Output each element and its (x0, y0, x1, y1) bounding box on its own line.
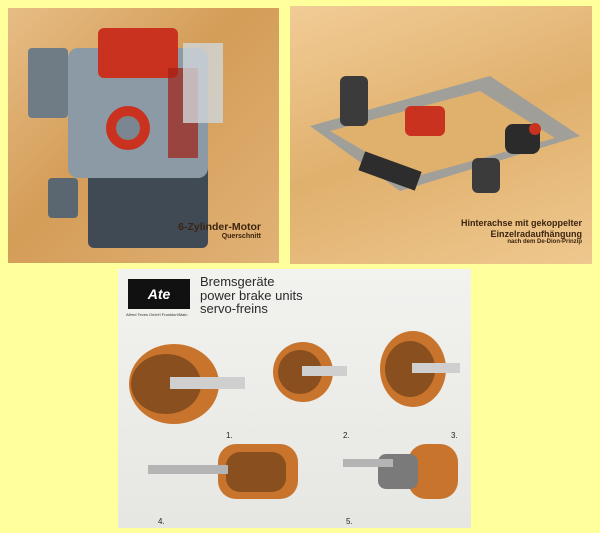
brake-label-5: 5. (346, 517, 353, 526)
ate-logo: Ate (128, 279, 190, 309)
brake-unit-5 (343, 444, 458, 499)
brake-title-fr: servo-freins (200, 301, 268, 317)
engine-cutaway-photo: 6-Zylinder-Motor Querschnitt (8, 8, 279, 263)
engine-caption-subtitle: Querschnitt (221, 232, 261, 240)
brake-label-1: 1. (226, 431, 233, 440)
axle-caption-line1: Hinterachse mit gekoppelter (460, 218, 582, 229)
engine-illustration (28, 28, 223, 248)
engine-caption: 6-Zylinder-Motor Querschnitt (178, 221, 261, 241)
brake-unit-3 (380, 331, 460, 407)
brake-units-poster: Ate Alfred Teves GmbH Frankfurt/Main Bre… (118, 269, 471, 528)
brake-label-2: 2. (343, 431, 350, 440)
brake-illustrations (129, 331, 460, 499)
brake-unit-1 (129, 344, 245, 424)
engine-caption-title: 6-Zylinder-Motor (178, 220, 261, 233)
brake-title-en: power brake units (200, 287, 303, 303)
brake-unit-4 (148, 444, 298, 499)
axle-caption-line2: Einzelradaufhängung (490, 228, 582, 239)
rear-axle-photo: Hinterachse mit gekoppelter Einzelradauf… (290, 6, 592, 264)
axle-caption-subtitle: nach dem De-Dion-Prinzip (507, 239, 582, 246)
brake-title-block: Bremsgeräte power brake units servo-frei… (200, 275, 303, 316)
ate-logo-subtitle: Alfred Teves GmbH Frankfurt/Main (126, 312, 188, 317)
brake-title-de: Bremsgeräte (200, 274, 275, 289)
rear-axle-illustration (310, 76, 580, 193)
brake-label-3: 3. (451, 431, 458, 440)
brake-unit-2 (273, 342, 347, 402)
brake-label-4: 4. (158, 517, 165, 526)
axle-caption: Hinterachse mit gekoppelter Einzelradauf… (461, 218, 582, 246)
